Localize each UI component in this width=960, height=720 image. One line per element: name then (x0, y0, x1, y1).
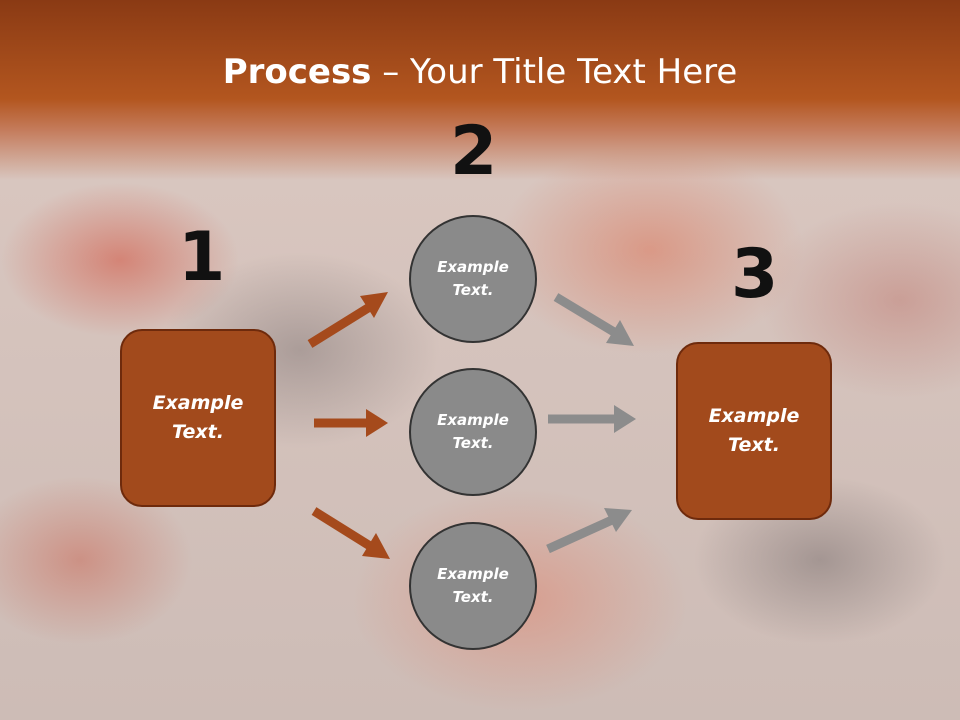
arrow-1-to-2c (311, 507, 390, 559)
step-number-3: 3 (731, 235, 779, 314)
step-number-1: 1 (178, 218, 226, 297)
circle-1-text: Example Text. (437, 258, 509, 299)
arrow-2b-to-3 (548, 405, 636, 433)
step-number-2: 2 (450, 112, 498, 191)
arrow-1-to-2a (307, 292, 388, 348)
arrow-1-to-2b (314, 409, 388, 437)
step-2-circle-2[interactable]: Example Text. (409, 368, 537, 496)
step-1-box[interactable]: Example Text. (120, 329, 276, 507)
circle-3-text: Example Text. (437, 565, 509, 606)
title-bold: Process (222, 52, 372, 92)
step-1-text: Example Text. (152, 392, 244, 443)
step-3-text: Example Text. (708, 405, 800, 456)
step-3-box[interactable]: Example Text. (676, 342, 832, 520)
arrow-2a-to-3 (553, 293, 634, 346)
step-2-circle-3[interactable]: Example Text. (409, 522, 537, 650)
circle-2-text: Example Text. (437, 411, 509, 452)
header-band (0, 0, 960, 180)
step-2-circle-1[interactable]: Example Text. (409, 215, 537, 343)
slide-title: Process – Your Title Text Here (0, 52, 960, 92)
arrow-2c-to-3 (546, 508, 632, 554)
title-rest: – Your Title Text Here (371, 52, 738, 92)
